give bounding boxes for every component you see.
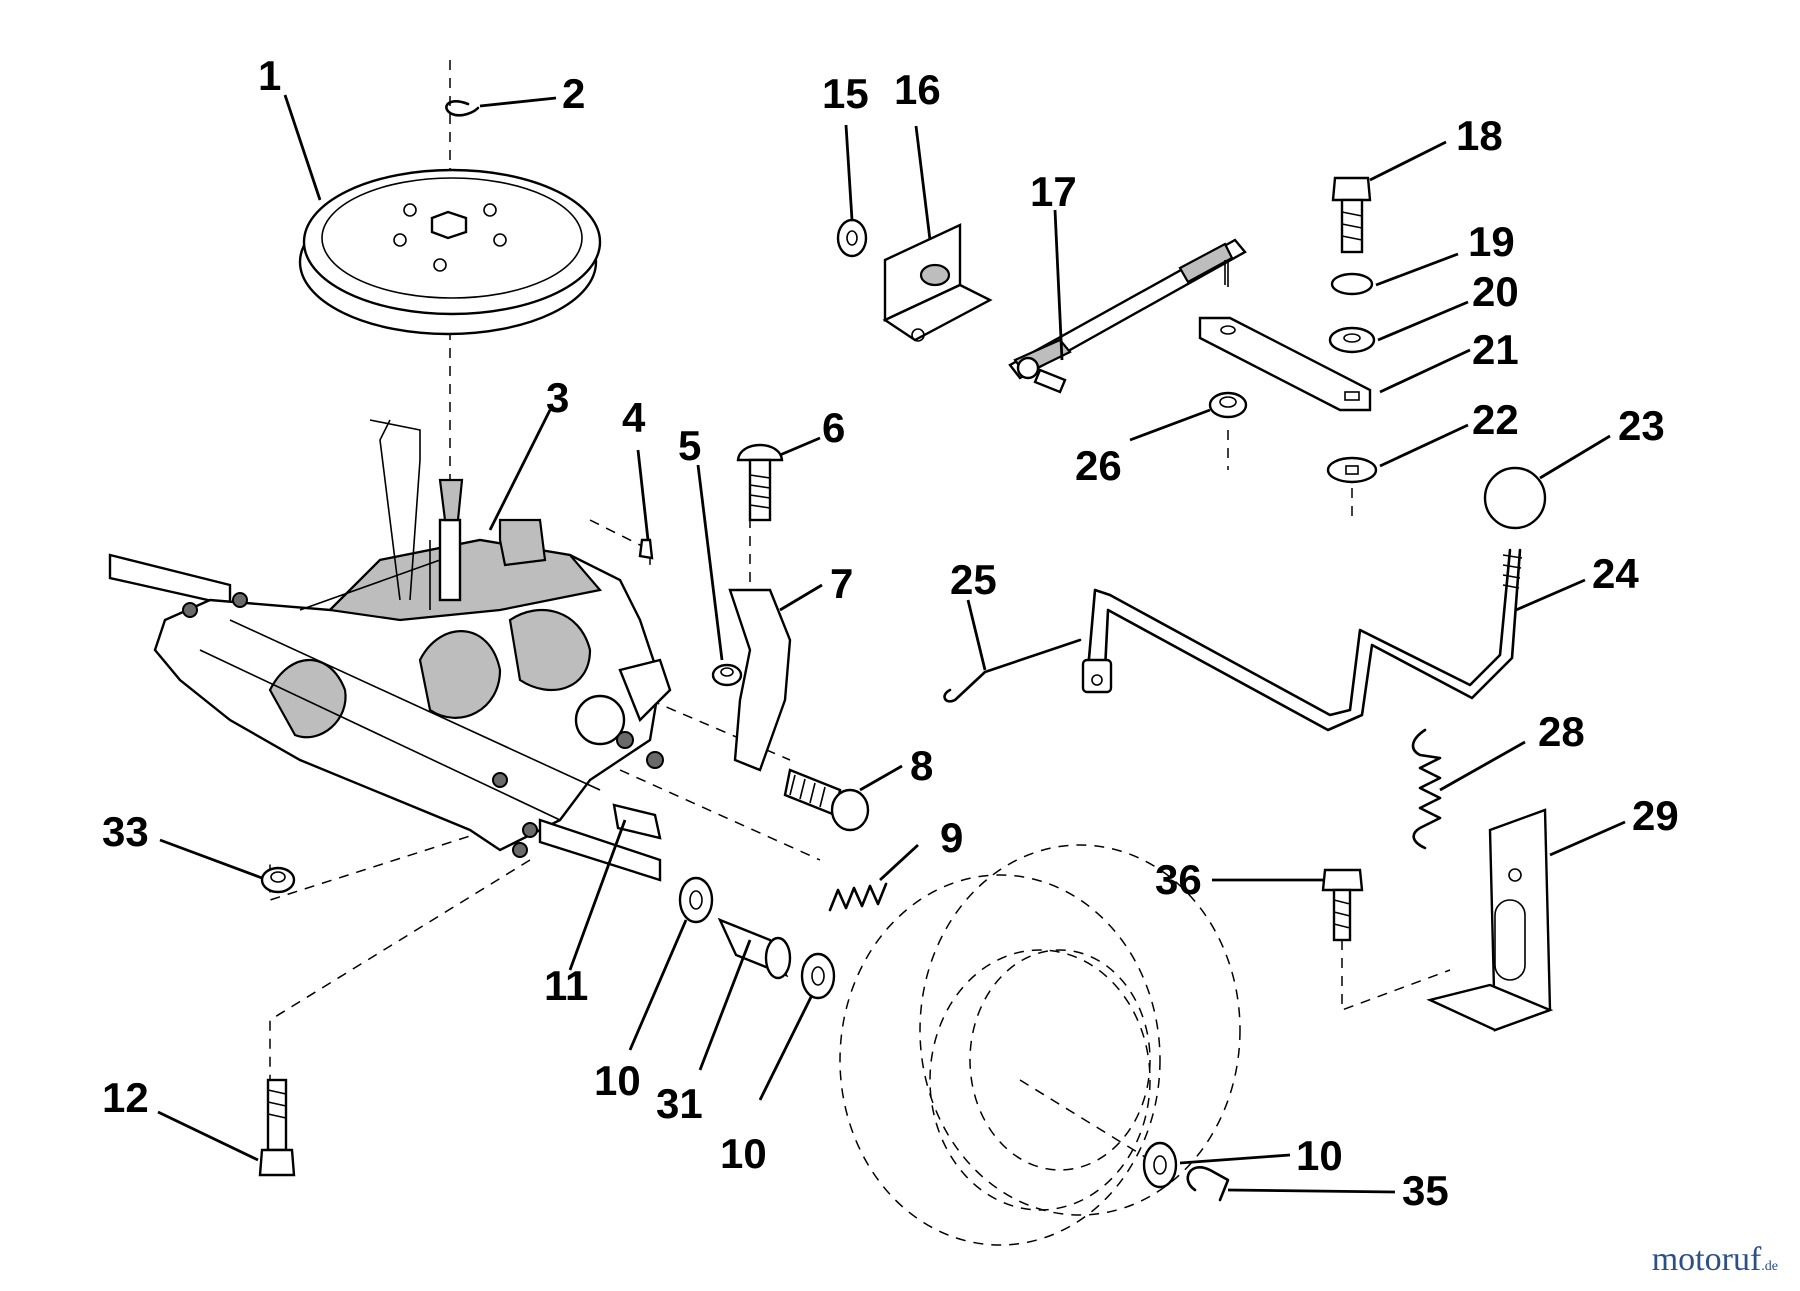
callout-10c: 10: [1296, 1132, 1343, 1179]
hex-nut: [260, 866, 296, 894]
key-stock: [612, 803, 662, 840]
pulley: [298, 168, 602, 336]
shift-rod: [1008, 238, 1247, 394]
callout-35: 35: [1402, 1167, 1449, 1214]
callout-36: 36: [1155, 856, 1202, 903]
flat-washer: [800, 952, 836, 1000]
callout-6: 6: [822, 404, 845, 451]
retaining-clip: [445, 100, 480, 117]
callout-31: 31: [656, 1080, 703, 1127]
extension-spring: [828, 882, 888, 912]
callout-2: 2: [562, 70, 585, 117]
shift-knob: [1483, 466, 1547, 530]
callout-18: 18: [1456, 112, 1503, 159]
callout-5: 5: [678, 422, 701, 469]
callout-25: 25: [950, 556, 997, 603]
callout-labels: 1 2 3 4 5 6 7 8 9 10 10 10 10 11 12 15 1…: [102, 52, 1679, 1214]
callout-22: 22: [1472, 396, 1519, 443]
angle-bracket: [882, 223, 993, 342]
callout-28: 28: [1538, 708, 1585, 755]
square-nut: [1208, 391, 1248, 419]
callout-29: 29: [1632, 792, 1679, 839]
hex-bolt: [783, 768, 870, 832]
callout-4: 4: [622, 394, 646, 441]
square-hole-washer: [1326, 456, 1378, 484]
wheel: [839, 844, 1241, 1246]
control-bracket: [728, 588, 792, 772]
hex-nut: [711, 663, 743, 687]
callout-9: 9: [940, 814, 963, 861]
flat-washer: [1328, 326, 1376, 354]
woodruff-key: [638, 538, 654, 560]
flat-washer: [678, 876, 714, 924]
callout-3: 3: [546, 374, 569, 421]
callout-33: 33: [102, 808, 149, 855]
lock-washer: [1330, 272, 1374, 296]
callout-11: 11: [544, 962, 588, 1009]
shift-lever: [1086, 548, 1522, 732]
transaxle: [108, 419, 672, 882]
hex-bolt: [1331, 176, 1372, 254]
callout-24: 24: [1592, 550, 1639, 597]
hairpin-clip: [1186, 1166, 1230, 1202]
hex-bolt: [258, 1078, 296, 1177]
callout-17: 17: [1030, 168, 1077, 215]
carriage-bolt: [736, 443, 784, 522]
callout-1: 1: [258, 52, 281, 99]
callout-10a: 10: [594, 1057, 641, 1104]
callout-19: 19: [1468, 218, 1515, 265]
callout-8: 8: [910, 742, 933, 789]
watermark-logo: motoruf.de: [1652, 1241, 1778, 1279]
callout-12: 12: [102, 1074, 149, 1121]
callout-7: 7: [830, 560, 853, 607]
spacer-tube: [717, 917, 792, 980]
callout-23: 23: [1618, 402, 1665, 449]
callout-15: 15: [822, 70, 869, 117]
shift-link-plate: [1198, 316, 1372, 412]
hex-screw: [1321, 868, 1364, 942]
watermark-tld: .de: [1761, 1259, 1778, 1274]
callout-20: 20: [1472, 268, 1519, 315]
tension-spring: [1411, 728, 1442, 850]
watermark-brand: motoruf: [1651, 1241, 1762, 1278]
callout-21: 21: [1472, 326, 1519, 373]
callout-16: 16: [894, 66, 941, 113]
cotter-pin: [943, 638, 1082, 703]
callout-26: 26: [1075, 442, 1122, 489]
flat-washer: [1142, 1141, 1178, 1189]
pivot-bracket: [1426, 808, 1554, 1032]
flat-washer: [836, 218, 868, 258]
lever-threads: [1502, 554, 1523, 589]
shift-lever-eye: [1081, 658, 1113, 694]
leader-lines: [157, 94, 1626, 1194]
callout-10b: 10: [720, 1130, 767, 1177]
